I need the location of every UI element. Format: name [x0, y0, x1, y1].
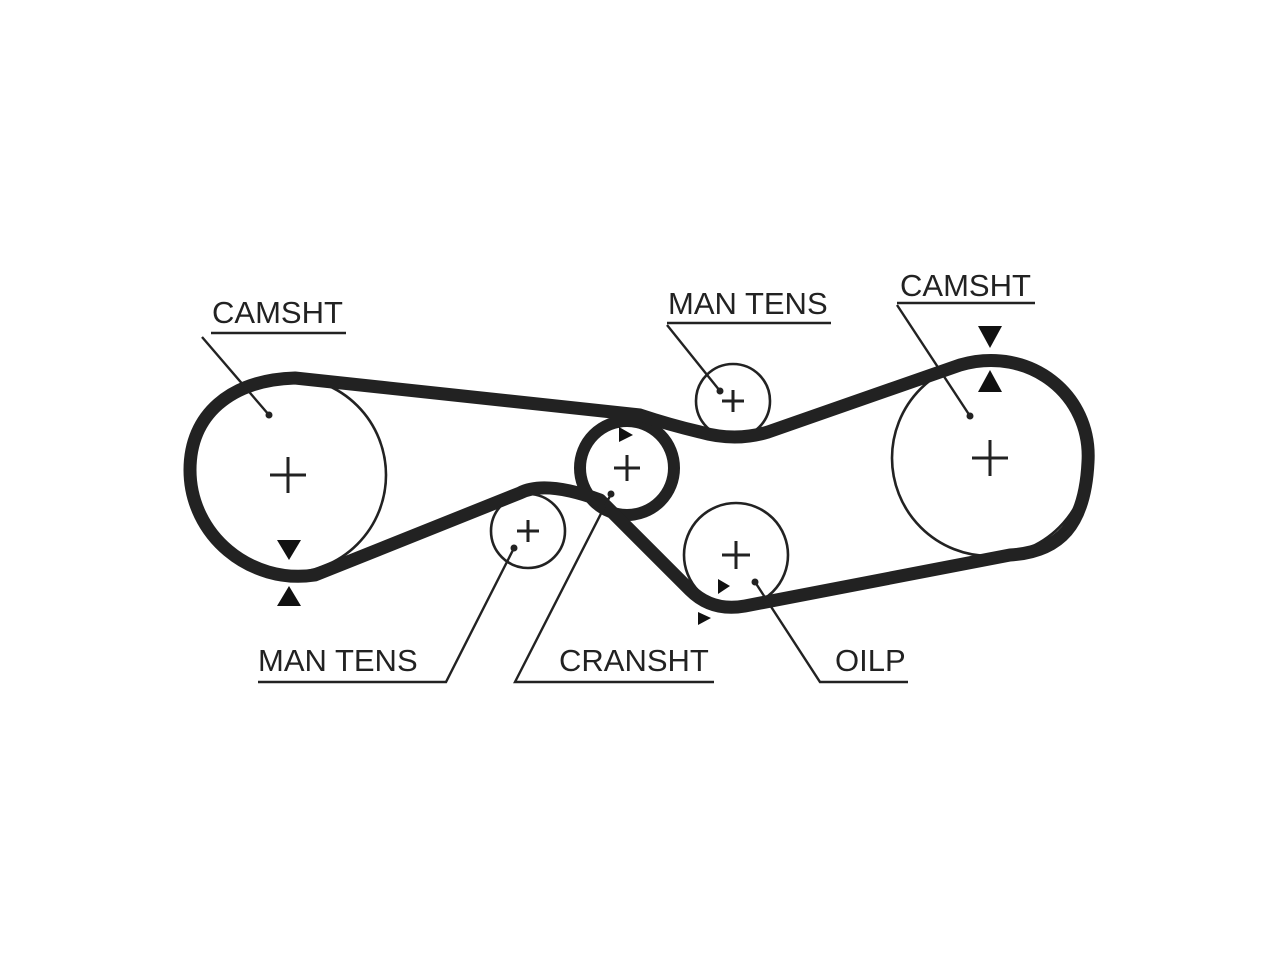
label-oil-pump: OILP: [835, 643, 906, 678]
leader-lines: [201, 301, 1035, 684]
pulley-crankshaft: [574, 415, 680, 521]
timing-mark-oil-pump-lower: [698, 612, 711, 625]
label-camshaft-right: CAMSHT: [900, 268, 1031, 303]
timing-mark-left-lower: [277, 586, 301, 606]
timing-mark-right-lower: [978, 370, 1002, 392]
timing-marks: [277, 326, 1002, 625]
timing-belt: [183, 354, 1095, 614]
timing-mark-left-upper: [277, 540, 301, 560]
timing-mark-oil-pump-upper: [718, 579, 730, 594]
timing-mark-right-upper: [978, 326, 1002, 348]
timing-mark-crank: [619, 427, 633, 442]
label-camshaft-left: CAMSHT: [212, 295, 343, 330]
label-man-tens-bottom: MAN TENS: [258, 643, 418, 678]
label-crankshaft: CRANSHT: [559, 643, 709, 678]
label-man-tens-top: MAN TENS: [668, 286, 828, 321]
